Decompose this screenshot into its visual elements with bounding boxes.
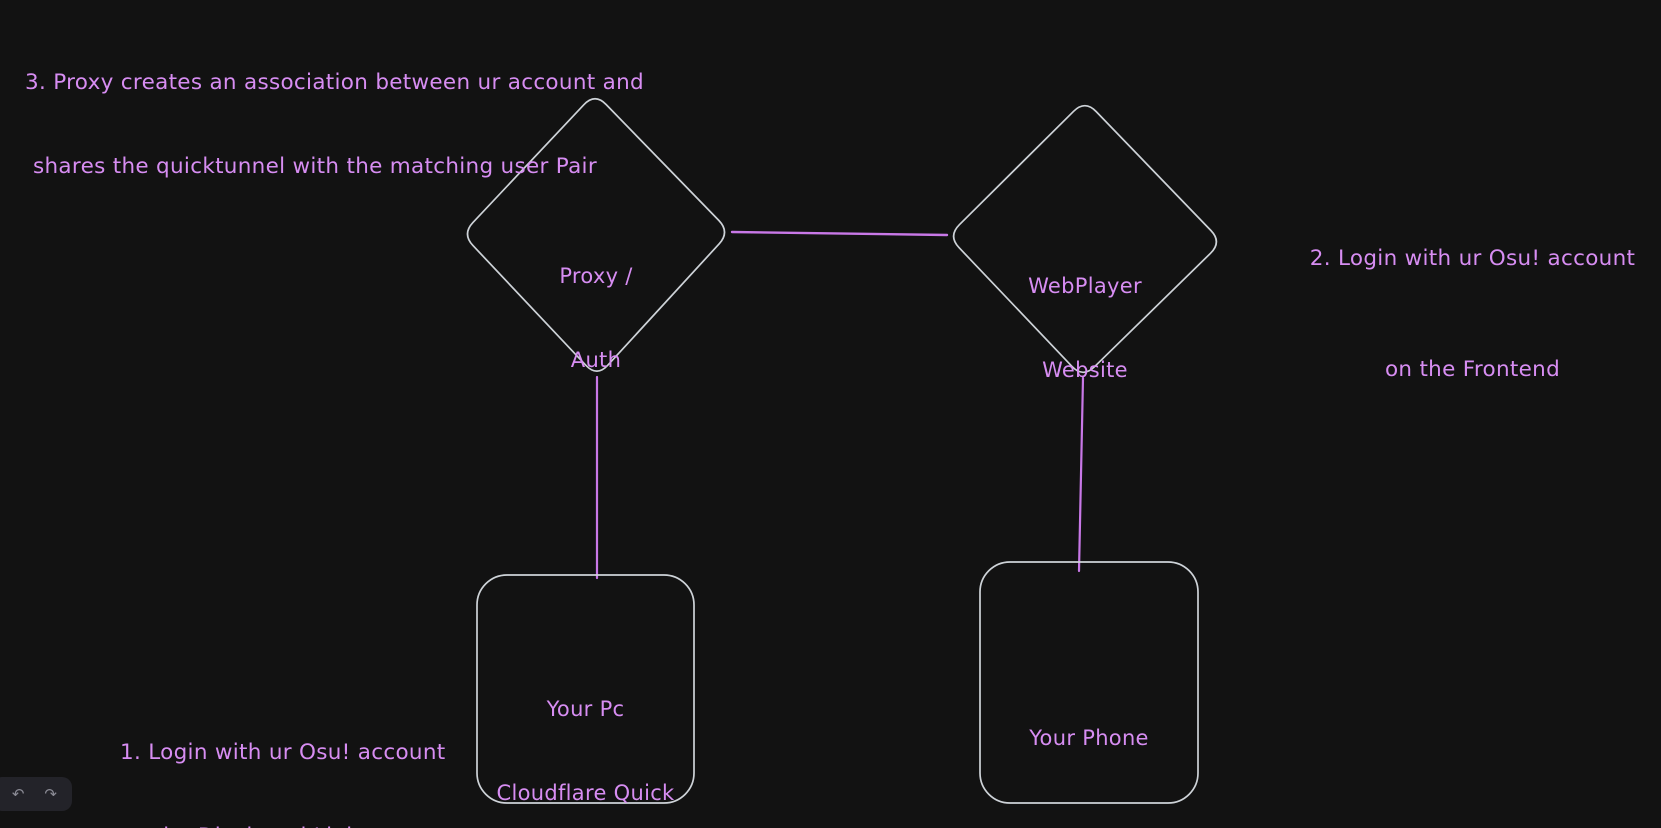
label-proxy-auth-line-1: Proxy /	[559, 264, 633, 288]
label-proxy-auth-line-2: Auth	[570, 348, 622, 372]
diamond-proxy-auth[interactable]	[466, 97, 726, 372]
label-webplayer-line-1: WebPlayer	[1028, 274, 1142, 298]
label-pc-line-1: Your Pc	[546, 697, 625, 721]
label-pc-quicktunnel[interactable]: Your Pc Cloudflare Quick tunnel Webserve…	[464, 639, 707, 828]
annotation-step-3-line-2: shares the quicktunnel with the matching…	[33, 154, 597, 179]
label-pc-line-2: Cloudflare Quick	[496, 781, 675, 805]
annotation-step-2[interactable]: 2. Login with ur Osu! account on the Fro…	[1295, 166, 1650, 462]
annotation-step-1[interactable]: 1. Login with ur Osu! account on the Dis…	[120, 683, 446, 828]
diamond-webplayer-website[interactable]	[952, 104, 1218, 374]
redo-icon[interactable]: ↷	[41, 785, 60, 804]
label-webplayer-line-2: Website	[1042, 358, 1128, 382]
edge-webplayer-to-phone[interactable]	[1077, 376, 1085, 573]
label-webplayer-website[interactable]: WebPlayer Website	[948, 216, 1222, 440]
annotation-step-3-line-1: 3. Proxy creates an association between …	[25, 70, 644, 95]
annotation-step-1-line-1: 1. Login with ur Osu! account	[120, 740, 446, 765]
rect-pc-quicktunnel-webserver[interactable]	[476, 574, 695, 804]
annotation-step-3[interactable]: 3. Proxy creates an association between …	[25, 13, 644, 237]
annotation-step-1-line-2: on the Displayed Link	[120, 823, 446, 828]
rect-your-phone[interactable]	[979, 561, 1199, 804]
label-phone-line-1: Your Phone	[1029, 726, 1149, 750]
undo-redo-toolbar: ↶ ↷	[0, 777, 72, 811]
label-proxy-auth[interactable]: Proxy / Auth	[462, 206, 730, 430]
annotation-step-2-line-1: 2. Login with ur Osu! account	[1309, 246, 1636, 271]
annotation-step-2-line-2: on the Frontend	[1384, 357, 1561, 382]
edge-proxy-to-webplayer[interactable]	[730, 230, 949, 237]
undo-icon[interactable]: ↶	[9, 785, 28, 804]
label-your-phone[interactable]: Your Phone	[980, 668, 1198, 808]
